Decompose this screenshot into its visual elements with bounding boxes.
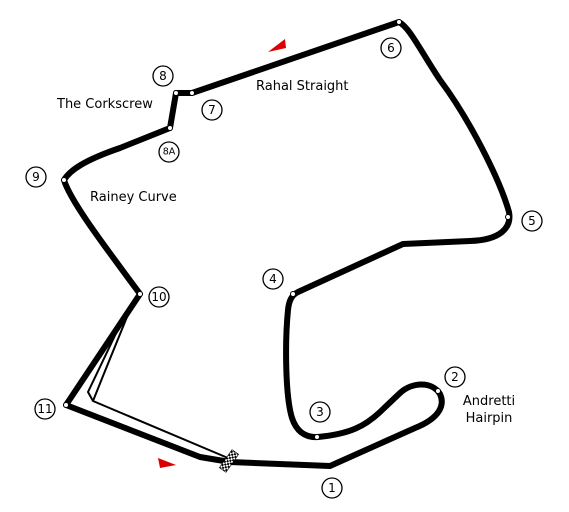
turn-marker-4: 4 [262,268,284,290]
turn-marker-2: 2 [444,366,466,388]
start-finish-flag-icon [218,449,240,473]
circuit-track [61,19,513,469]
turn-marker-1: 1 [321,477,343,499]
svg-text:7: 7 [208,103,216,117]
andretti-hairpin-label-line1: Andretti [463,394,515,409]
turn-marker-8: 8 [152,65,174,87]
direction-arrow-icon [268,39,286,52]
andretti-hairpin-label-line2: Hairpin [466,411,513,426]
rahal-straight-label: Rahal Straight [256,79,349,94]
svg-text:3: 3 [316,405,324,419]
turn-marker-8a: 8A [158,141,180,163]
pit-lane [87,293,229,459]
turn-marker-10: 10 [148,286,170,308]
apex-markers [61,19,511,440]
turn-marker-5: 5 [521,210,543,232]
svg-text:10: 10 [151,290,166,304]
svg-text:5: 5 [528,214,536,228]
svg-text:6: 6 [387,41,395,55]
svg-text:9: 9 [32,170,40,184]
direction-arrow-icon [158,458,176,468]
turn-marker-7: 7 [201,99,223,121]
svg-text:11: 11 [37,402,52,416]
svg-text:1: 1 [328,481,336,495]
turn-marker-3: 3 [309,401,331,423]
turn-marker-11: 11 [34,398,56,420]
rainey-curve-label: Rainey Curve [90,190,177,205]
svg-text:2: 2 [451,370,459,384]
svg-text:4: 4 [269,272,277,286]
turn-marker-9: 9 [25,166,47,188]
svg-text:8A: 8A [163,147,176,158]
turn-marker-6: 6 [380,37,402,59]
corkscrew-label: The Corkscrew [56,97,153,112]
svg-text:8: 8 [159,69,167,83]
